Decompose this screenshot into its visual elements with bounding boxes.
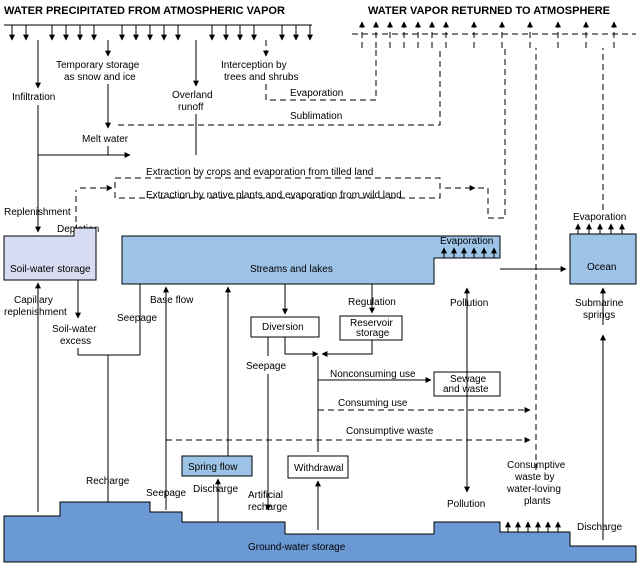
extraction-vapor-path — [478, 48, 506, 219]
spring-flow-label: Spring flow — [188, 462, 238, 473]
diversion-label: Diversion — [262, 322, 304, 333]
interception-label-2: trees and shrubs — [224, 72, 299, 83]
ocean-box — [569, 233, 637, 285]
groundwater-storage-shape — [3, 501, 637, 563]
pollution-label-1: Pollution — [450, 298, 488, 309]
soil-excess-label: Soil-water — [52, 324, 97, 335]
replenishment-label: Replenishment — [4, 207, 71, 218]
soil-excess-join — [77, 348, 140, 356]
streams-and-lakes-label: Streams and lakes — [250, 264, 333, 275]
consumptive-waste-label: Consumptive waste — [346, 426, 434, 437]
melt-water-label: Melt water — [82, 134, 129, 145]
evaporation-top-label: Evaporation — [290, 88, 343, 99]
temp-storage-label-2: as snow and ice — [64, 72, 136, 83]
seepage-label-3: Seepage — [146, 488, 186, 499]
discharge-label-2: Discharge — [577, 522, 622, 533]
extraction-native-label: Extraction by native plants and evaporat… — [146, 190, 402, 201]
artificial-label-2: recharge — [248, 502, 288, 513]
overland-label: Overland — [172, 90, 213, 101]
soil-water-storage-label: Soil-water storage — [10, 264, 91, 275]
spring-flow-box — [181, 455, 253, 477]
streams-and-lakes-box — [121, 235, 501, 285]
seepage-label-1: Seepage — [117, 313, 157, 324]
evaporation-top-path — [265, 48, 377, 101]
streams-evaporation-arrows — [441, 247, 497, 258]
submarine-label-2: springs — [583, 310, 615, 321]
vapor-return-bar — [352, 21, 636, 48]
cw-plants-label-4: plants — [524, 496, 551, 507]
overland-label-2: runoff — [178, 102, 204, 113]
sewage-label-2: and waste — [443, 384, 489, 395]
ocean-label: Ocean — [587, 262, 616, 273]
base-flow-label: Base flow — [150, 295, 194, 306]
cw-plants-label: Consumptive — [507, 460, 566, 471]
capillary-label-2: replenishment — [4, 307, 67, 318]
extraction-crops-label: Extraction by crops and evaporation from… — [146, 167, 373, 178]
sewage-label: Sewage — [450, 374, 487, 385]
pollution-label-2: Pollution — [447, 499, 485, 510]
temp-storage-label: Temporary storage — [56, 60, 140, 71]
withdrawal-box — [287, 455, 349, 479]
soil-excess-label-2: excess — [60, 336, 91, 347]
diversion-to-use — [284, 337, 319, 357]
discharge-label-1: Discharge — [193, 484, 238, 495]
cw-plants-label-3: water-loving — [506, 484, 561, 495]
precipitation-bar — [4, 24, 313, 41]
vapor-return-header: WATER VAPOR RETURNED TO ATMOSPHERE — [368, 5, 610, 17]
interception-label: Interception by — [221, 60, 287, 71]
precipitation-header: WATER PRECIPITATED FROM ATMOSPHERIC VAPO… — [4, 5, 285, 17]
submarine-label: Submarine — [575, 298, 624, 309]
withdrawal-label: Withdrawal — [294, 463, 343, 474]
extraction-box-1 — [114, 177, 441, 199]
seepage-label-2: Seepage — [246, 361, 286, 372]
sublimation-path — [118, 48, 441, 126]
groundwater-label: Ground-water storage — [248, 542, 346, 553]
recharge-label: Recharge — [86, 476, 130, 487]
reservoir-label-2: storage — [356, 328, 390, 339]
consuming-label: Consuming use — [338, 398, 408, 409]
sublimation-label: Sublimation — [290, 111, 342, 122]
evaporation-ocean-label: Evaporation — [573, 212, 626, 223]
reservoir-to-use — [321, 340, 373, 357]
cw-plants-label-2: waste by — [514, 472, 554, 483]
infiltration-label: Infiltration — [12, 92, 55, 103]
capillary-label: Capillary — [14, 295, 53, 306]
reservoir-label: Reservoir — [350, 318, 393, 329]
reservoir-box — [339, 315, 403, 341]
nonconsuming-label: Nonconsuming use — [330, 369, 416, 380]
evaporation-streams-label: Evaporation — [440, 236, 493, 247]
soil-water-storage-box — [3, 227, 97, 281]
plant-uptake-arrows — [505, 521, 561, 532]
ocean-evaporation-arrows — [575, 223, 625, 234]
artificial-label: Artificial — [248, 490, 283, 501]
regulation-label: Regulation — [348, 297, 396, 308]
